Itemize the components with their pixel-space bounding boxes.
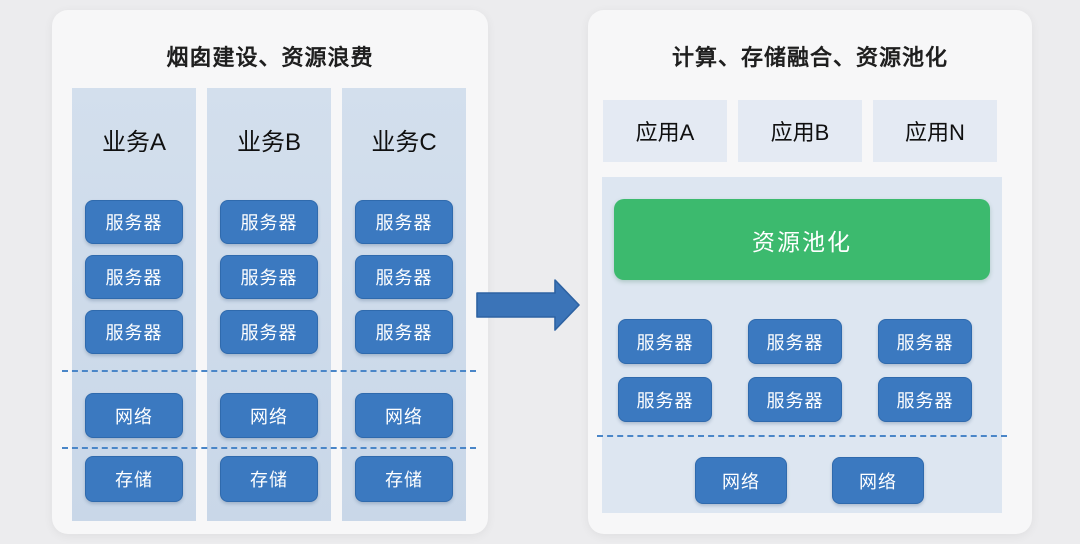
- server-box: 服务器: [748, 377, 842, 422]
- network-box: 网络: [695, 457, 787, 504]
- server-box: 服务器: [220, 200, 318, 244]
- pooled-architecture-panel: 计算、存储融合、资源池化 应用A 应用B 应用N 资源池化 服务器 服务器 服务…: [588, 10, 1032, 534]
- network-box: 网络: [85, 393, 183, 438]
- storage-box: 存储: [355, 456, 453, 502]
- server-box: 服务器: [878, 319, 972, 364]
- silo-architecture-panel: 烟囱建设、资源浪费 业务A 服务器 服务器 服务器 网络 存储 业务B 服务器 …: [52, 10, 488, 534]
- business-column-a: 业务A 服务器 服务器 服务器 网络 存储: [72, 88, 196, 521]
- server-box: 服务器: [85, 200, 183, 244]
- dashed-divider: [62, 370, 476, 372]
- business-label: 业务C: [371, 129, 437, 156]
- server-box: 服务器: [355, 255, 453, 299]
- transform-right-arrow-icon: [476, 278, 582, 333]
- app-box: 应用A: [603, 100, 727, 162]
- network-box: 网络: [220, 393, 318, 438]
- dashed-divider: [62, 447, 476, 449]
- server-box: 服务器: [748, 319, 842, 364]
- server-box: 服务器: [618, 319, 712, 364]
- business-label: 业务A: [101, 129, 166, 156]
- dashed-divider: [597, 435, 1007, 437]
- silo-panel-title: 烟囱建设、资源浪费: [166, 45, 374, 70]
- app-box: 应用N: [873, 100, 997, 162]
- business-column-c: 业务C 服务器 服务器 服务器 网络 存储: [342, 88, 466, 521]
- server-box: 服务器: [618, 377, 712, 422]
- resource-pool-panel: 资源池化 服务器 服务器 服务器 服务器 服务器 服务器 网络 网络: [602, 177, 1002, 513]
- network-box: 网络: [355, 393, 453, 438]
- server-box: 服务器: [878, 377, 972, 422]
- server-box: 服务器: [85, 255, 183, 299]
- business-column-b: 业务B 服务器 服务器 服务器 网络 存储: [207, 88, 331, 521]
- server-box: 服务器: [355, 310, 453, 354]
- server-box: 服务器: [220, 310, 318, 354]
- network-box: 网络: [832, 457, 924, 504]
- storage-box: 存储: [85, 456, 183, 502]
- app-box: 应用B: [738, 100, 862, 162]
- server-box: 服务器: [355, 200, 453, 244]
- server-box: 服务器: [85, 310, 183, 354]
- business-label: 业务B: [236, 129, 301, 156]
- storage-box: 存储: [220, 456, 318, 502]
- pooled-panel-title: 计算、存储融合、资源池化: [671, 45, 948, 70]
- server-box: 服务器: [220, 255, 318, 299]
- resource-pool-box: 资源池化: [614, 199, 990, 280]
